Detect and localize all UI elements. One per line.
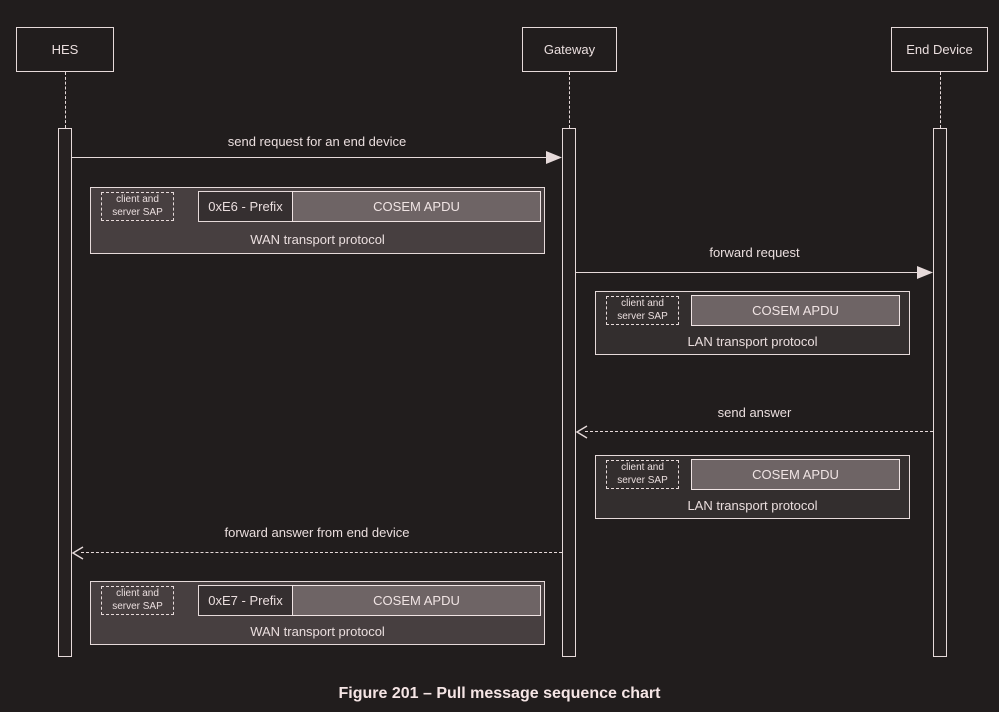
transport-label: WAN transport protocol — [250, 624, 385, 639]
actor-label-gateway: Gateway — [543, 42, 596, 57]
transport-label: WAN transport protocol — [250, 232, 385, 247]
actor-label-end-device: End Device — [906, 42, 973, 57]
lifeline-hes — [65, 72, 66, 128]
arrowhead-open-left-icon — [576, 425, 588, 439]
message-label: forward request — [709, 245, 800, 260]
message-forward-request: forward request — [576, 245, 933, 281]
activation-bar-end-device — [933, 128, 947, 657]
message-label: send answer — [717, 405, 792, 420]
apdu-box: COSEM APDU — [292, 191, 541, 222]
message-send-request: send request for an end device — [72, 134, 562, 170]
arrowhead-open-left-icon — [72, 546, 84, 560]
message-line — [585, 431, 933, 432]
actor-box-end-device: End Device — [891, 27, 988, 72]
lifeline-end-device — [940, 72, 941, 128]
actor-box-hes: HES — [16, 27, 114, 72]
message-line — [576, 272, 920, 273]
sap-box: client and server SAP — [606, 460, 679, 489]
message-label: forward answer from end device — [224, 525, 410, 540]
apdu-box: COSEM APDU — [691, 459, 900, 490]
figure-caption: Figure 201 – Pull message sequence chart — [338, 685, 661, 702]
frame-wan-answer: client and server SAP 0xE7 - Prefix COSE… — [90, 581, 545, 645]
message-send-answer: send answer — [576, 405, 933, 441]
message-forward-answer: forward answer from end device — [72, 525, 562, 561]
actor-label-hes: HES — [51, 42, 79, 57]
prefix-box: 0xE7 - Prefix — [198, 585, 293, 616]
message-label: send request for an end device — [227, 134, 407, 149]
activation-bar-hes — [58, 128, 72, 657]
activation-bar-gateway — [562, 128, 576, 657]
message-line — [72, 157, 549, 158]
arrowhead-filled-right-icon — [546, 151, 562, 164]
frame-wan-request: client and server SAP 0xE6 - Prefix COSE… — [90, 187, 545, 254]
transport-label: LAN transport protocol — [687, 334, 818, 349]
frame-lan-answer: client and server SAP COSEM APDU LAN tra… — [595, 455, 910, 519]
sap-box: client and server SAP — [606, 296, 679, 325]
arrowhead-filled-right-icon — [917, 266, 933, 279]
message-line — [81, 552, 562, 553]
sap-box: client and server SAP — [101, 192, 174, 221]
lifeline-gateway — [569, 72, 570, 128]
frame-lan-request: client and server SAP COSEM APDU LAN tra… — [595, 291, 910, 355]
transport-label: LAN transport protocol — [687, 498, 818, 513]
apdu-box: COSEM APDU — [292, 585, 541, 616]
sap-box: client and server SAP — [101, 586, 174, 615]
prefix-box: 0xE6 - Prefix — [198, 191, 293, 222]
apdu-box: COSEM APDU — [691, 295, 900, 326]
actor-box-gateway: Gateway — [522, 27, 617, 72]
